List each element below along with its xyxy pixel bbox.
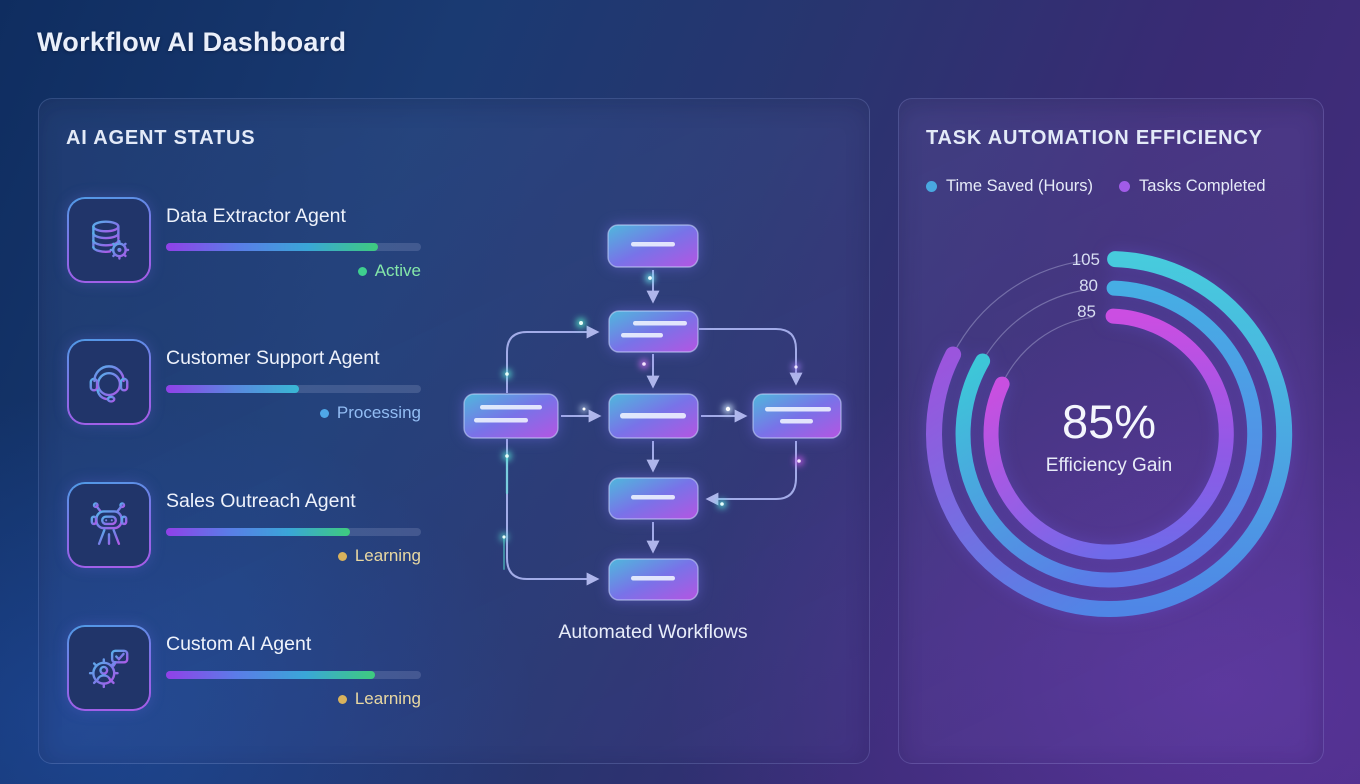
agent-progress-fill bbox=[166, 385, 299, 393]
agent-row-sales-outreach: Sales Outreach Agent Learning bbox=[39, 482, 479, 592]
ring-label-85: 85 bbox=[1077, 302, 1096, 321]
gear-user-check-icon bbox=[88, 649, 129, 689]
status-dot bbox=[319, 408, 329, 418]
workflow-node-lines bbox=[474, 242, 831, 581]
radial-efficiency-chart: 105 80 85 85% Efficiency Gain bbox=[926, 250, 1293, 617]
legend-dot bbox=[926, 181, 937, 192]
efficiency-heading: TASK AUTOMATION EFFICIENCY bbox=[926, 127, 1263, 149]
agent-progress-fill bbox=[166, 528, 350, 536]
legend-item-tasks-completed[interactable]: Tasks Completed bbox=[1119, 177, 1266, 196]
agent-progress-track bbox=[166, 671, 421, 679]
efficiency-panel: TASK AUTOMATION EFFICIENCY Time Saved (H… bbox=[898, 98, 1324, 764]
inner-ring bbox=[1101, 308, 1234, 560]
agent-icon-box bbox=[67, 482, 151, 568]
agent-icon-box bbox=[67, 197, 151, 283]
chart-legend: Time Saved (Hours) Tasks Completed bbox=[926, 177, 1266, 196]
workflow-node bbox=[608, 477, 699, 520]
agent-icon-box bbox=[67, 339, 151, 425]
agent-row-customer-support: Customer Support Agent Processing bbox=[39, 339, 479, 449]
robot-icon bbox=[90, 502, 128, 545]
efficiency-center-label: Efficiency Gain bbox=[1046, 455, 1172, 476]
workflow-glow-particles bbox=[500, 273, 804, 570]
ring-leader-lines bbox=[952, 260, 1093, 385]
legend-label: Tasks Completed bbox=[1139, 177, 1266, 195]
agent-progress-track bbox=[166, 243, 421, 251]
status-label: Learning bbox=[354, 689, 421, 708]
progress-rings bbox=[926, 251, 1293, 617]
agent-name: Sales Outreach Agent bbox=[166, 490, 356, 512]
status-label: Learning bbox=[354, 546, 421, 565]
legend-item-time-saved[interactable]: Time Saved (Hours) bbox=[926, 177, 1093, 196]
ring-label-80: 80 bbox=[1079, 276, 1098, 295]
ring-value-labels: 105 80 85 bbox=[1072, 250, 1100, 321]
status-dot bbox=[337, 694, 347, 704]
workflow-node bbox=[752, 393, 842, 439]
agent-name: Custom AI Agent bbox=[166, 633, 312, 655]
agent-progress-track bbox=[166, 385, 421, 393]
agent-status-heading: AI AGENT STATUS bbox=[66, 127, 256, 149]
agent-row-data-extractor: Data Extractor Agent Active bbox=[39, 197, 479, 307]
database-gear-icon bbox=[92, 220, 130, 260]
workflow-connectors bbox=[506, 270, 803, 586]
efficiency-center-value: 85% bbox=[1062, 395, 1156, 448]
workflow-node bbox=[608, 310, 699, 353]
status-label: Active bbox=[374, 261, 421, 280]
middle-ring bbox=[1101, 280, 1263, 588]
legend-label: Time Saved (Hours) bbox=[946, 177, 1094, 195]
status-dot bbox=[337, 551, 347, 561]
agent-icon-box bbox=[67, 625, 151, 711]
workflow-node bbox=[608, 558, 699, 601]
status-label: Processing bbox=[336, 403, 421, 422]
status-dot bbox=[357, 266, 367, 276]
agent-progress-fill bbox=[166, 671, 376, 679]
legend-dot bbox=[1119, 181, 1131, 192]
agent-status-panel: AI AGENT STATUS Data Extractor Agent bbox=[38, 98, 870, 764]
agent-progress-track bbox=[166, 528, 421, 536]
workflow-caption: Automated Workflows bbox=[558, 621, 748, 643]
page-title: Workflow AI Dashboard bbox=[37, 27, 347, 57]
agent-progress-fill bbox=[166, 243, 378, 251]
ring-label-105: 105 bbox=[1072, 250, 1100, 269]
workflow-node bbox=[607, 224, 699, 268]
agent-name: Customer Support Agent bbox=[166, 347, 380, 369]
workflow-nodes bbox=[463, 224, 842, 601]
agent-name: Data Extractor Agent bbox=[166, 205, 346, 227]
outer-ring bbox=[1101, 251, 1293, 617]
headset-icon bbox=[89, 365, 129, 403]
agent-row-custom-ai: Custom AI Agent Learning bbox=[39, 625, 479, 735]
workflow-node bbox=[608, 393, 699, 439]
